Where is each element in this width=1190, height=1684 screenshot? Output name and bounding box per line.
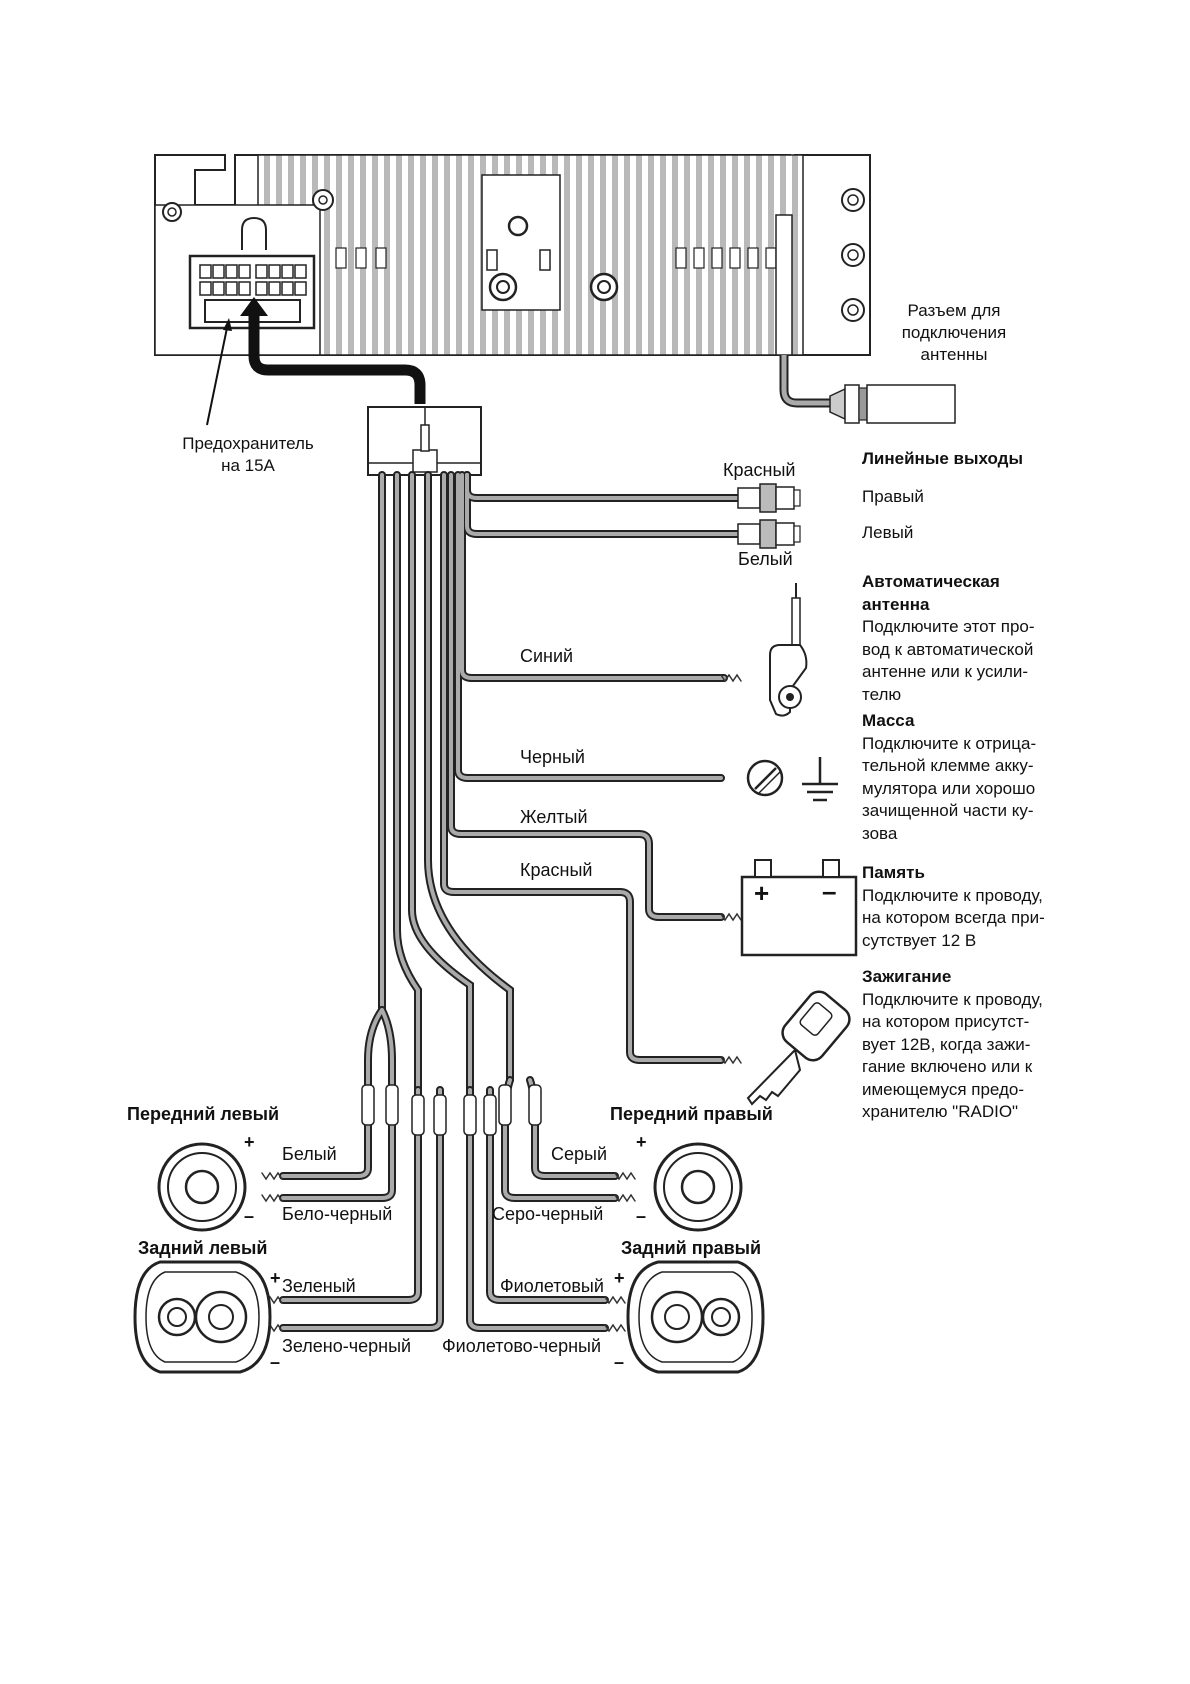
speaker-rear-right [626,1260,765,1374]
title-rear-right: Задний правый [621,1238,761,1258]
speaker-leads [261,673,742,1333]
ground-icon [746,757,838,802]
fuse-pointer [206,322,229,426]
minus-sign: – [270,1352,280,1372]
line-out-left: Левый [862,523,914,542]
line-out-right: Правый [862,487,924,506]
mounting-holes-right [841,188,865,322]
label-rl-plus: Зеленый [282,1276,356,1296]
label-wire-white-top: Белый [738,549,793,569]
ignition-title: Зажигание [862,967,952,986]
label-fr-minus: Серо-черный [492,1204,603,1224]
label-antenna-jack: Разъем для подключения антенны [901,301,1007,364]
label-wire-red: Красный [520,860,592,880]
auto-antenna-desc: Подключите этот про- вод к автоматическо… [862,617,1035,704]
memory-block: Память Подключите к проводу, на котором … [862,862,1077,952]
label-wire-black: Черный [520,747,585,767]
title-front-left: Передний левый [127,1104,279,1124]
label-rl-minus: Зелено-черный [282,1336,411,1356]
auto-antenna-block: Автоматическая антенна Подключите этот п… [862,571,1077,706]
rca-plugs [737,483,801,549]
head-unit-chassis [154,154,871,356]
power-antenna-icon [769,583,808,717]
label-fl-minus: Бело-черный [282,1204,392,1224]
label-fuse: Предохранитель на 15А [182,434,314,475]
antenna-plug [779,355,956,424]
label-rr-minus: Фиолетово-черный [442,1336,601,1356]
line-out-block: Линейные выходы [862,448,1077,471]
plus-sign: + [270,1268,281,1288]
plus-sign: + [636,1132,647,1152]
harness-connector [367,406,482,476]
label-rr-plus: Фиолетовый [500,1276,604,1296]
speaker-front-right [653,1142,743,1232]
svg-text:–: – [822,876,836,906]
label-wire-red-top: Красный [723,460,795,480]
minus-sign: – [636,1206,646,1226]
speaker-front-left [157,1142,247,1232]
ignition-key-icon [746,990,851,1106]
label-wire-blue: Синий [520,646,573,666]
minus-sign: – [244,1206,254,1226]
ground-desc: Подключите к отрица- тельной клемме акку… [862,733,1037,843]
battery-icon: + – [740,859,858,957]
auto-antenna-title: Автоматическая антенна [862,572,1000,614]
memory-title: Память [862,863,925,882]
speaker-rear-left [133,1260,272,1374]
memory-desc: Подключите к проводу, на котором всегда … [862,885,1045,950]
ground-block: Масса Подключите к отрица- тельной клемм… [862,710,1077,845]
label-fl-plus: Белый [282,1144,337,1164]
wires [378,471,744,1094]
connection-arrow [248,310,426,404]
ignition-desc: Подключите к проводу, на котором присутс… [862,989,1043,1122]
minus-sign: – [614,1352,624,1372]
plus-sign: + [614,1268,625,1288]
label-wire-yellow: Желтый [520,807,588,827]
ground-title: Масса [862,711,915,730]
title-front-right: Передний правый [610,1104,773,1124]
title-rear-left: Задний левый [138,1238,267,1258]
label-fr-plus: Серый [551,1144,607,1164]
svg-text:+: + [754,878,769,908]
line-out-title: Линейные выходы [862,449,1023,468]
plus-sign: + [244,1132,255,1152]
ignition-block: Зажигание Подключите к проводу, на котор… [862,966,1077,1124]
